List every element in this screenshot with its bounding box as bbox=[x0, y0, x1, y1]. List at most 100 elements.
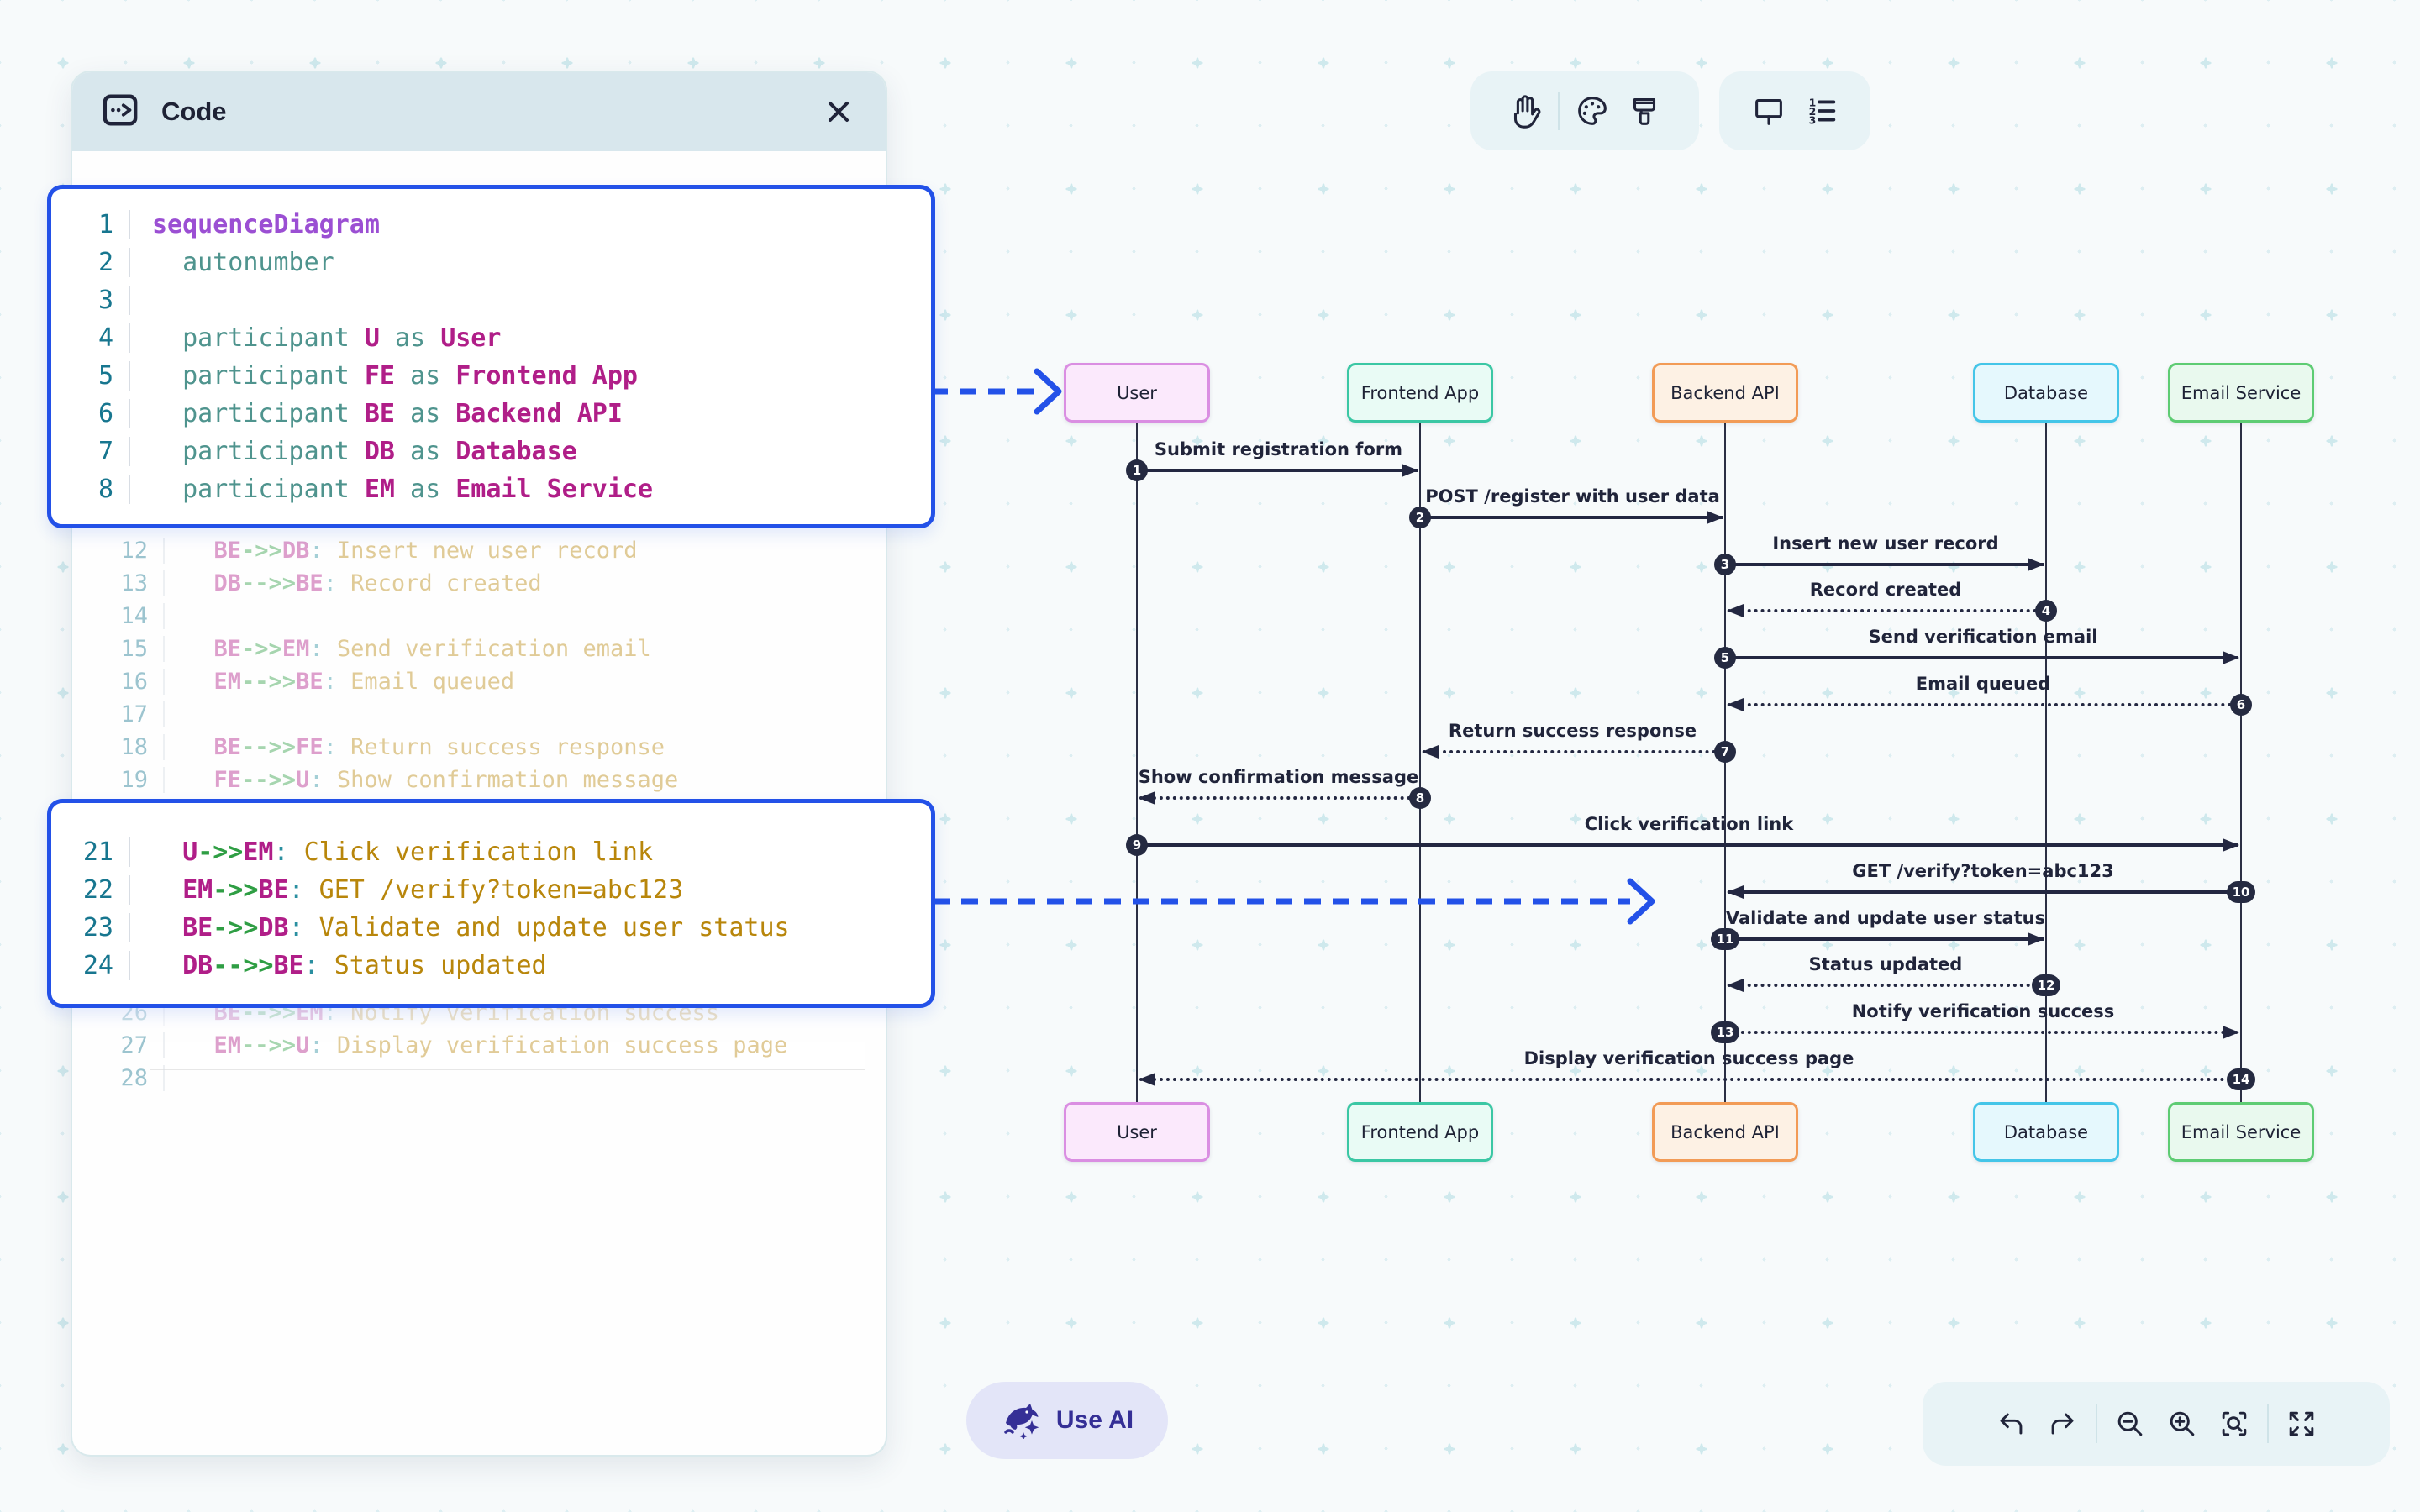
code-line-17[interactable]: 17 bbox=[71, 698, 869, 731]
actor-bottom-frontend-app[interactable]: Frontend App bbox=[1347, 1102, 1493, 1162]
code-text: U->>EM: Click verification link bbox=[129, 837, 653, 867]
actor-bottom-backend-api[interactable]: Backend API bbox=[1652, 1102, 1798, 1162]
message-line-9[interactable] bbox=[1139, 843, 2238, 847]
zoom-out-icon[interactable] bbox=[2104, 1398, 2156, 1450]
presentation-icon[interactable] bbox=[1743, 85, 1795, 137]
code-line-7[interactable]: 7 participant DB as Database bbox=[51, 433, 931, 470]
code-line-22[interactable]: 22 EM->>BE: GET /verify?token=abc123 bbox=[51, 871, 931, 909]
message-line-11[interactable] bbox=[1728, 937, 2044, 941]
message-line-12[interactable] bbox=[1728, 984, 2044, 987]
message-line-7[interactable] bbox=[1423, 750, 1723, 753]
code-line-8[interactable]: 8 participant EM as Email Service bbox=[51, 470, 931, 508]
palette-icon[interactable] bbox=[1566, 85, 1618, 137]
code-text: participant U as User bbox=[129, 323, 501, 353]
code-line-21[interactable]: 21 U->>EM: Click verification link bbox=[51, 833, 931, 871]
zoom-in-icon[interactable] bbox=[2156, 1398, 2208, 1450]
sequence-number-badge: 5 bbox=[1714, 647, 1736, 669]
actor-top-backend-api[interactable]: Backend API bbox=[1652, 363, 1798, 423]
actor-bottom-database[interactable]: Database bbox=[1973, 1102, 2119, 1162]
code-line-13[interactable]: 13 DB-->>BE: Record created bbox=[71, 567, 869, 600]
message-line-1[interactable] bbox=[1139, 469, 1418, 472]
actor-top-user[interactable]: User bbox=[1064, 363, 1210, 423]
line-number: 16 bbox=[120, 669, 148, 695]
code-line-18[interactable]: 18 BE-->>FE: Return success response bbox=[71, 731, 869, 764]
undo-icon[interactable] bbox=[1985, 1398, 2037, 1450]
message-line-8[interactable] bbox=[1139, 796, 1418, 800]
active-line-highlight bbox=[150, 1042, 865, 1070]
code-text: BE->>DB: Insert new user record bbox=[163, 538, 637, 564]
message-line-13[interactable] bbox=[1728, 1031, 2238, 1034]
code-line-2[interactable]: 2 autonumber bbox=[51, 244, 931, 281]
code-line-15[interactable]: 15 BE->>EM: Send verification email bbox=[71, 633, 869, 665]
arrowhead bbox=[1707, 511, 1723, 524]
toolbar-view-tools: 1 2 3 bbox=[1719, 71, 1870, 150]
line-number: 1 bbox=[97, 210, 113, 239]
close-icon[interactable] bbox=[820, 93, 857, 130]
code-text bbox=[163, 701, 200, 727]
code-line-1[interactable]: 1 sequenceDiagram bbox=[51, 206, 931, 244]
message-line-10[interactable] bbox=[1728, 890, 2238, 894]
arrowhead bbox=[1727, 698, 1744, 711]
code-line-3[interactable]: 3 bbox=[51, 281, 931, 319]
arrowhead bbox=[2028, 932, 2044, 946]
message-line-2[interactable] bbox=[1423, 516, 1723, 519]
arrowhead bbox=[1139, 791, 1155, 805]
line-number: 24 bbox=[82, 951, 113, 980]
redo-icon[interactable] bbox=[2037, 1398, 2089, 1450]
sequence-number-badge: 9 bbox=[1126, 834, 1148, 856]
toolbar-zoom-controls bbox=[1923, 1382, 2390, 1466]
arrowhead bbox=[2028, 558, 2044, 571]
message-line-14[interactable] bbox=[1139, 1078, 2238, 1081]
actor-top-database[interactable]: Database bbox=[1973, 363, 2119, 423]
code-text: DB-->>BE: Record created bbox=[163, 570, 542, 596]
line-number: 23 bbox=[82, 913, 113, 942]
code-line-27[interactable]: 27 EM-->>U: Display verification success… bbox=[71, 1029, 869, 1062]
line-number: 13 bbox=[120, 570, 148, 596]
maximize-icon[interactable] bbox=[2275, 1398, 2328, 1450]
code-line-12[interactable]: 12 BE->>DB: Insert new user record bbox=[71, 534, 869, 567]
line-number: 12 bbox=[120, 538, 148, 564]
actor-top-frontend-app[interactable]: Frontend App bbox=[1347, 363, 1493, 423]
message-line-4[interactable] bbox=[1728, 609, 2044, 612]
scan-search-icon[interactable] bbox=[2208, 1398, 2260, 1450]
code-line-23[interactable]: 23 BE->>DB: Validate and update user sta… bbox=[51, 909, 931, 947]
paintbrush-icon[interactable] bbox=[1618, 85, 1670, 137]
code-line-6[interactable]: 6 participant BE as Backend API bbox=[51, 395, 931, 433]
lifeline-EM bbox=[2240, 423, 2242, 1102]
code-line-24[interactable]: 24 DB-->>BE: Status updated bbox=[51, 947, 931, 984]
code-line-19[interactable]: 19 FE-->>U: Show confirmation message bbox=[71, 764, 869, 796]
code-line-5[interactable]: 5 participant FE as Frontend App bbox=[51, 357, 931, 395]
sequence-number-badge: 10 bbox=[2227, 881, 2255, 903]
code-text: BE->>DB: Validate and update user status bbox=[129, 913, 790, 942]
sequence-number-badge: 2 bbox=[1409, 507, 1431, 528]
code-line-4[interactable]: 4 participant U as User bbox=[51, 319, 931, 357]
code-line-16[interactable]: 16 EM-->>BE: Email queued bbox=[71, 665, 869, 698]
code-text: sequenceDiagram bbox=[129, 210, 380, 239]
hand-icon[interactable] bbox=[1499, 85, 1551, 137]
code-line-14[interactable]: 14 bbox=[71, 600, 869, 633]
lifeline-U bbox=[1136, 423, 1138, 1102]
svg-text:2: 2 bbox=[1809, 105, 1817, 118]
message-line-3[interactable] bbox=[1728, 563, 2044, 566]
actor-top-email-service[interactable]: Email Service bbox=[2168, 363, 2314, 423]
sequence-number-badge: 14 bbox=[2227, 1068, 2255, 1090]
use-ai-button[interactable]: Use AI bbox=[966, 1382, 1168, 1459]
message-label-11: Validate and update user status bbox=[1725, 908, 2046, 928]
code-text bbox=[163, 1065, 200, 1091]
arrowhead bbox=[2223, 1026, 2239, 1039]
actor-bottom-email-service[interactable]: Email Service bbox=[2168, 1102, 2314, 1162]
numbered-list-icon[interactable]: 1 2 3 bbox=[1795, 85, 1847, 137]
code-text: participant EM as Email Service bbox=[129, 475, 653, 504]
actor-bottom-user[interactable]: User bbox=[1064, 1102, 1210, 1162]
sequence-number-badge: 13 bbox=[1711, 1021, 1739, 1043]
svg-text:3: 3 bbox=[1809, 113, 1817, 126]
message-line-6[interactable] bbox=[1728, 703, 2238, 706]
sequence-number-badge: 1 bbox=[1126, 459, 1148, 481]
line-number: 15 bbox=[120, 636, 148, 662]
code-line-28[interactable]: 28 bbox=[71, 1062, 869, 1095]
message-line-5[interactable] bbox=[1728, 656, 2238, 659]
